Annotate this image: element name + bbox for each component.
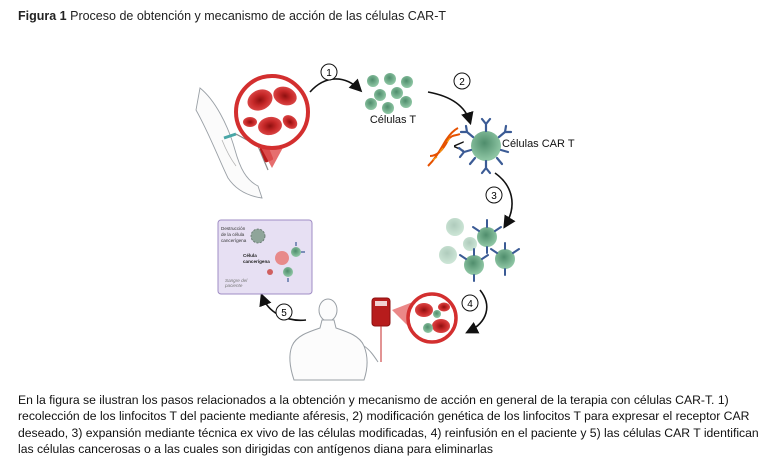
reinfusion-magnified [392,292,458,344]
step-2-number: 2 [459,77,465,88]
cancer-destruction-panel: Destrucción de la célula cancerígena Cél… [217,219,313,295]
step-4-number: 4 [467,299,473,310]
expanded-car-t-cells [439,218,520,282]
step-5-arrow: 5 [259,293,307,321]
step-3-number: 3 [491,191,497,202]
figure-title: Figura 1 Proceso de obtención y mecanism… [18,9,446,23]
destruction-label-line-3: cancerígena [221,238,247,243]
step-3-arrow: 3 [485,172,516,229]
cancer-cell-label-line-1: Célula [243,253,257,258]
car-t-cells-label: Células CAR T [502,138,575,150]
step-2-arrow: 2 [427,72,474,126]
destruction-label-line-1: Destrucción [221,226,246,231]
car-t-cell-icon: Células CAR T [457,117,575,175]
step-1-arrow: 1 [309,63,363,93]
blood-sample-magnified [234,74,310,168]
figure-caption: En la figura se ilustran los pasos relac… [18,393,759,457]
car-t-process-diagram: 1 Células T 2 < [195,63,575,381]
blood-bag-icon [371,297,391,362]
step-1-number: 1 [326,68,332,79]
cancer-cell-label-line-2: cancerígena [243,259,270,264]
t-cells-label: Células T [370,114,417,126]
dna-helix-icon [427,127,461,167]
step-5-number: 5 [281,308,287,319]
figure-number: Figura 1 [18,9,67,23]
patient-body-illustration [289,298,379,381]
t-cells-cluster: Células T [365,73,416,126]
figure-title-text: Proceso de obtención y mecanismo de acci… [70,9,446,23]
patient-blood-label-line-1: Sangre del [225,278,248,283]
step-4-arrow: 4 [461,289,488,334]
destruction-label-line-2: de la célula [221,232,245,237]
red-blood-cell-icon [243,86,298,136]
patient-blood-label-line-2: paciente [224,283,243,288]
